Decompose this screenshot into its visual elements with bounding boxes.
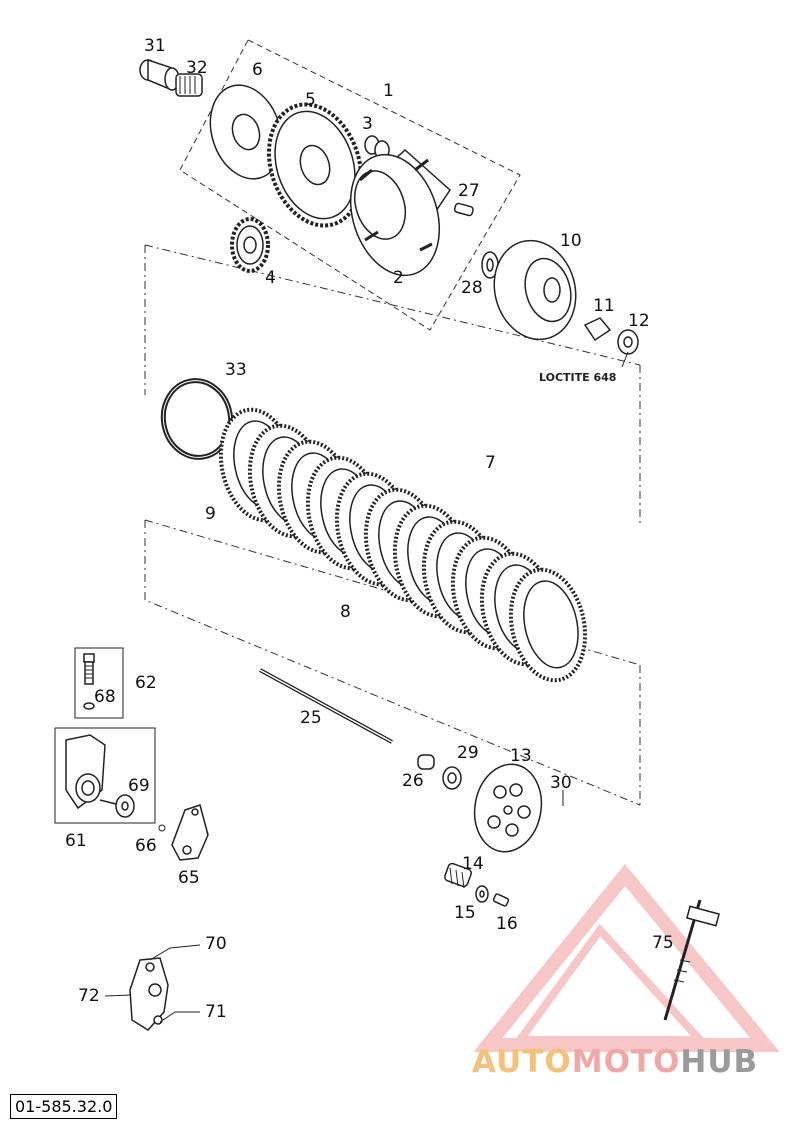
leader-lines-bottom [104,790,564,1023]
label-part-30: 30 [550,773,572,793]
label-part-25: 25 [300,708,322,728]
part-10-inner-hub-icon [493,239,577,341]
part-4-gear-icon [230,217,270,273]
clutch-plates-stack-icon [218,407,588,683]
watermark-logo-icon [473,863,780,1052]
label-part-27: 27 [458,181,480,201]
watermark-automotohub: AUTOMOTOHUB [472,1044,758,1080]
part-26-pressure-piece-icon [417,754,435,770]
label-part-15: 15 [454,903,476,923]
label-part-11: 11 [593,296,615,316]
label-part-68: 68 [94,687,116,707]
watermark-part-moto: MOTO [571,1044,681,1080]
part-13-pressure-plate-icon [473,763,543,853]
label-part-9: 9 [205,504,216,524]
document-id: 01-585.32.0 [10,1094,118,1119]
label-part-62: 62 [135,673,157,693]
part-11-lock-washer-icon [583,317,612,342]
label-part-2: 2 [393,268,404,288]
label-part-10: 10 [560,231,582,251]
part-72-gasket-icon [129,957,169,1031]
note-loctite: LOCTITE 648 [539,371,617,384]
label-part-71: 71 [205,1002,227,1022]
part-15-washer-icon [475,885,489,903]
part-14-spring-icon [444,862,472,889]
label-part-16: 16 [496,914,518,934]
label-part-26: 26 [402,771,424,791]
label-part-3: 3 [362,114,373,134]
part-32-needle-bearing-icon [175,73,203,97]
part-12-nut-icon [617,329,639,355]
label-part-29: 29 [457,743,479,763]
label-part-1: 1 [383,81,394,101]
label-part-12: 12 [628,311,650,331]
label-part-72: 72 [78,986,100,1006]
label-part-4: 4 [265,268,276,288]
watermark-part-auto: AUTO [472,1044,572,1080]
part-5-primary-gear-icon [266,102,364,228]
label-part-14: 14 [462,854,484,874]
part-61-slave-cylinder-icon [65,734,106,810]
label-part-33: 33 [225,360,247,380]
watermark-part-hub: HUB [680,1044,759,1080]
label-part-28: 28 [461,278,483,298]
label-part-32: 32 [186,58,208,78]
label-part-13: 13 [510,746,532,766]
label-part-75: 75 [652,933,674,953]
part-66-o-ring-icon [158,824,166,832]
leader-lines-top [621,351,629,368]
part-16-screw-icon [492,893,510,907]
clutch-plate-inner [523,580,579,669]
label-part-66: 66 [135,836,157,856]
part-62-box-frame [74,647,124,719]
label-part-6: 6 [252,60,263,80]
part-33-o-ring-icon [160,378,234,460]
label-part-70: 70 [205,934,227,954]
part-29-bearing-icon [442,766,462,790]
label-part-31: 31 [144,36,166,56]
part-25-push-rod-icon [259,668,393,744]
label-part-8: 8 [340,602,351,622]
group-frame-top [179,39,521,331]
label-part-61: 61 [65,831,87,851]
part-6-washer-icon [209,84,283,180]
part-27-pin-icon [453,202,474,217]
label-part-69: 69 [128,776,150,796]
part-75-tool-icon [663,899,720,1021]
label-part-7: 7 [485,453,496,473]
label-part-65: 65 [178,868,200,888]
part-69-piston-icon [99,794,135,818]
part-2-clutch-basket-icon [348,148,451,277]
part-68-bleed-valve-icon [83,653,95,710]
part-65-gasket-icon [171,804,209,861]
label-part-5: 5 [305,90,316,110]
part-31-bushing-icon [139,58,180,92]
clutch-plate-outer [508,567,588,683]
part-61-box-frame [54,727,156,824]
